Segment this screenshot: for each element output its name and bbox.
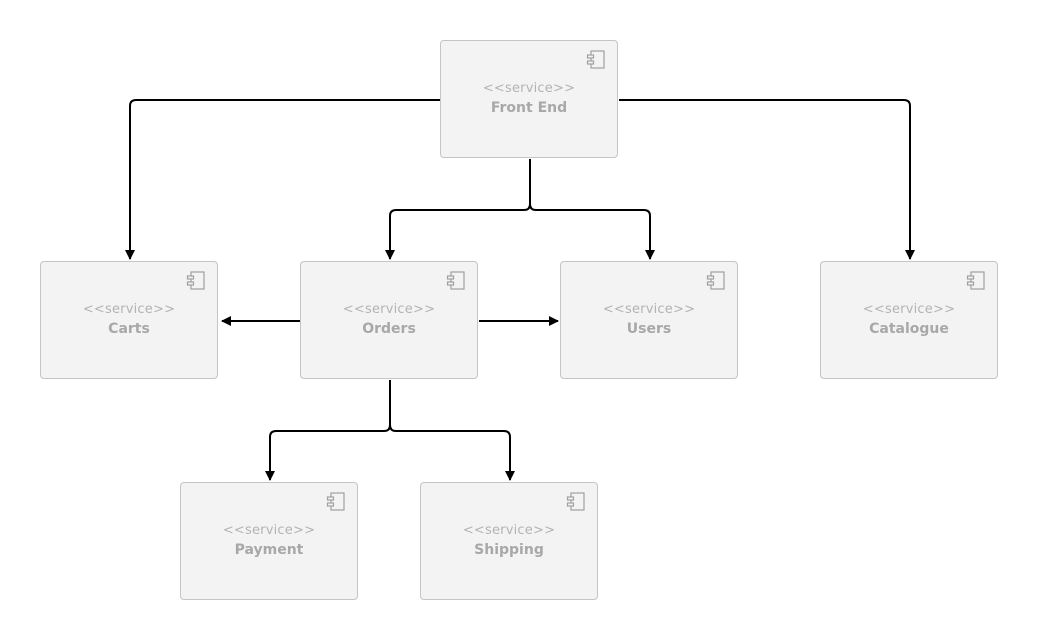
node-stereotype: <<service>>	[482, 81, 576, 96]
node-stereotype: <<service>>	[82, 302, 176, 317]
component-icon	[326, 492, 345, 511]
node-shipping[interactable]: <<service>> Shipping	[420, 482, 598, 600]
node-stereotype: <<service>>	[222, 523, 316, 538]
node-label: Carts	[108, 321, 150, 337]
node-stereotype: <<service>>	[462, 523, 556, 538]
edge-frontend-trunk	[385, 159, 531, 260]
edge-frontend-carts	[125, 99, 440, 260]
component-icon	[586, 50, 605, 69]
node-catalogue[interactable]: <<service>> Catalogue	[820, 261, 998, 379]
component-icon	[186, 271, 205, 290]
node-label: Users	[626, 321, 672, 337]
edge-orders-payment	[265, 380, 391, 481]
node-front-end[interactable]: <<service>> Front End	[440, 40, 618, 158]
component-icon	[966, 271, 985, 290]
node-stereotype: <<service>>	[602, 302, 696, 317]
node-payment[interactable]: <<service>> Payment	[180, 482, 358, 600]
node-label: Payment	[234, 542, 304, 558]
node-users[interactable]: <<service>> Users	[560, 261, 738, 379]
edge-frontend-catalogue	[619, 99, 915, 260]
node-label: Shipping	[474, 542, 544, 558]
component-icon	[446, 271, 465, 290]
node-carts[interactable]: <<service>> Carts	[40, 261, 218, 379]
node-stereotype: <<service>>	[862, 302, 956, 317]
edge-orders-shipping	[389, 424, 515, 481]
component-icon	[566, 492, 585, 511]
node-label: Front End	[490, 100, 568, 116]
node-stereotype: <<service>>	[342, 302, 436, 317]
component-icon	[706, 271, 725, 290]
node-label: Orders	[362, 321, 416, 337]
node-orders[interactable]: <<service>> Orders	[300, 261, 478, 379]
node-label: Catalogue	[869, 321, 949, 337]
edge-frontend-users	[529, 203, 655, 260]
